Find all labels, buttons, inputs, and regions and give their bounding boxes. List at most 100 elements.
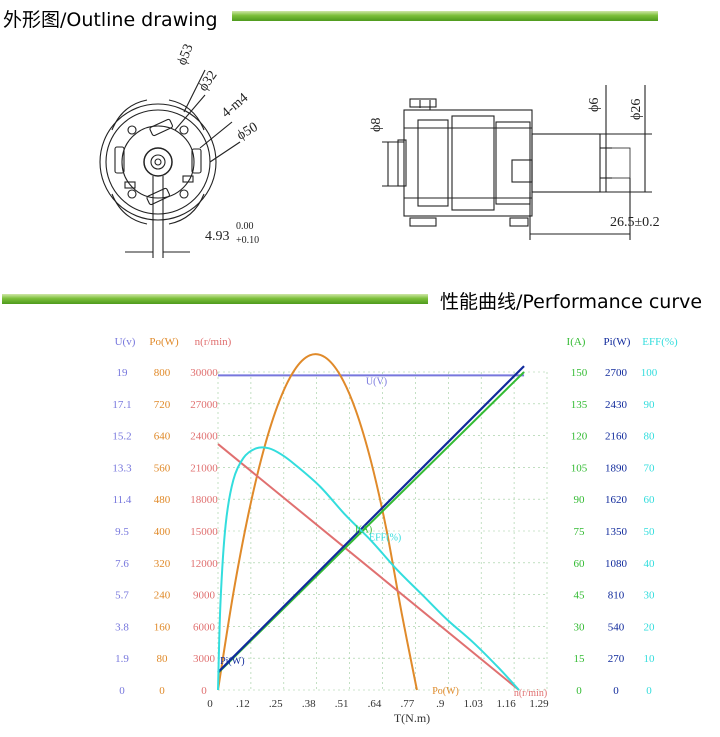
tick-label-po: 800	[154, 367, 171, 379]
dim-phi6: ϕ6	[587, 98, 602, 112]
curve-label-pi: Pi(W)	[220, 656, 244, 667]
dim-phi50: ϕ50	[235, 120, 261, 144]
tick-label-po: 640	[154, 431, 171, 443]
tick-label-u: 11.4	[113, 494, 132, 506]
tick-label-n: 12000	[190, 558, 218, 570]
tick-label-pi: 1620	[605, 494, 628, 506]
series-line-i	[217, 371, 525, 674]
tick-label-n: 21000	[190, 462, 218, 474]
tick-label-n: 0	[201, 685, 207, 697]
tick-label-i: 105	[571, 462, 588, 474]
side-view	[382, 85, 652, 240]
axis-header-pi: Pi(W)	[604, 336, 631, 348]
dim-4m4: 4-m4	[219, 91, 251, 121]
tick-label-n: 6000	[193, 621, 216, 633]
x-axis-label: T(N.m)	[394, 711, 430, 725]
tick-label-i: 135	[571, 399, 588, 411]
tick-label-u: 3.8	[115, 621, 129, 633]
curve-label-i: I(A)	[355, 525, 372, 536]
tick-label-u: 15.2	[112, 431, 131, 443]
tick-label-i: 60	[574, 558, 586, 570]
tick-label-u: 7.6	[115, 558, 129, 570]
tick-label-pi: 1890	[605, 462, 628, 474]
tick-label-pi: 2700	[605, 367, 628, 379]
tick-label-eff: 0	[646, 685, 652, 697]
x-tick-label: .77	[401, 698, 415, 710]
tick-label-pi: 270	[608, 653, 625, 665]
series-line-eff	[217, 446, 520, 691]
tick-label-u: 1.9	[115, 653, 129, 665]
tick-label-po: 400	[154, 526, 171, 538]
tick-label-i: 90	[574, 494, 586, 506]
curve-label-eff: EFF(%)	[369, 533, 401, 544]
tick-label-n: 30000	[190, 367, 218, 379]
tick-label-n: 27000	[190, 399, 218, 411]
performance-title: 性能曲线/Performance curve	[440, 291, 703, 313]
tick-label-n: 9000	[193, 590, 216, 602]
tick-label-pi: 2430	[605, 399, 628, 411]
tick-label-eff: 80	[644, 431, 656, 443]
tick-label-po: 80	[157, 653, 169, 665]
tick-label-pi: 0	[613, 685, 619, 697]
dim-phi53: ϕ53	[175, 42, 197, 67]
tick-label-pi: 2160	[605, 431, 628, 443]
x-tick-label: 1.03	[464, 698, 484, 710]
performance-title-bar	[2, 294, 428, 304]
tick-label-po: 560	[154, 462, 171, 474]
tick-label-i: 30	[574, 621, 586, 633]
x-tick-label: .64	[368, 698, 382, 710]
series-line-n	[217, 443, 520, 691]
tick-label-n: 24000	[190, 431, 218, 443]
tick-label-i: 0	[576, 685, 582, 697]
tick-label-eff: 10	[644, 653, 656, 665]
tick-label-po: 720	[154, 399, 171, 411]
tick-label-i: 15	[574, 653, 586, 665]
axis-header-n: n(r/min)	[195, 336, 232, 348]
chart-curves: U(V)Po(W)I(A)EFF(%)Pi(W)n(r/min)	[217, 353, 547, 699]
tick-label-i: 75	[574, 526, 586, 538]
x-tick-label: .51	[335, 698, 349, 710]
outline-drawing: ϕ53 ϕ32 4-m4 ϕ50 4.93 0.00 +0.10 ϕ8 ϕ6 ϕ…	[99, 42, 660, 258]
axis-header-i: I(A)	[567, 336, 586, 348]
tick-label-n: 18000	[190, 494, 218, 506]
tick-label-po: 240	[154, 590, 171, 602]
outline-title: 外形图/Outline drawing	[3, 9, 218, 31]
dim-phi26: ϕ26	[629, 99, 644, 120]
tick-label-po: 320	[154, 558, 171, 570]
curve-label-u: U(V)	[366, 376, 387, 387]
axis-header-po: Po(W)	[149, 336, 179, 348]
x-tick-label: .12	[236, 698, 250, 710]
x-tick-label: 0	[207, 698, 213, 710]
dim-phi8: ϕ8	[369, 118, 384, 132]
outline-title-bar	[232, 11, 658, 21]
tick-label-n: 3000	[193, 653, 216, 665]
tick-label-pi: 1080	[605, 558, 628, 570]
chart-grid	[217, 371, 548, 691]
tick-label-i: 45	[574, 590, 586, 602]
x-tick-label: .25	[269, 698, 283, 710]
axis-header-eff: EFF(%)	[642, 336, 678, 348]
series-line-pi	[217, 365, 525, 674]
tick-label-u: 0	[119, 685, 125, 697]
tick-label-pi: 810	[608, 590, 625, 602]
series-line-po	[217, 353, 418, 691]
tick-label-po: 480	[154, 494, 171, 506]
tick-label-eff: 40	[644, 558, 656, 570]
front-view	[99, 69, 241, 258]
tick-label-eff: 30	[644, 590, 656, 602]
tick-label-i: 150	[571, 367, 588, 379]
tick-label-eff: 60	[644, 494, 656, 506]
tick-label-eff: 100	[641, 367, 658, 379]
dim-phi32: ϕ32	[196, 68, 221, 94]
tick-label-n: 15000	[190, 526, 218, 538]
tick-label-u: 19	[117, 367, 129, 379]
tick-label-eff: 90	[644, 399, 656, 411]
curve-label-n: n(r/min)	[514, 688, 547, 699]
tick-label-eff: 50	[644, 526, 656, 538]
x-tick-label: 1.29	[529, 698, 549, 710]
tick-label-pi: 1350	[605, 526, 628, 538]
tick-label-po: 0	[159, 685, 165, 697]
tick-label-u: 17.1	[112, 399, 131, 411]
